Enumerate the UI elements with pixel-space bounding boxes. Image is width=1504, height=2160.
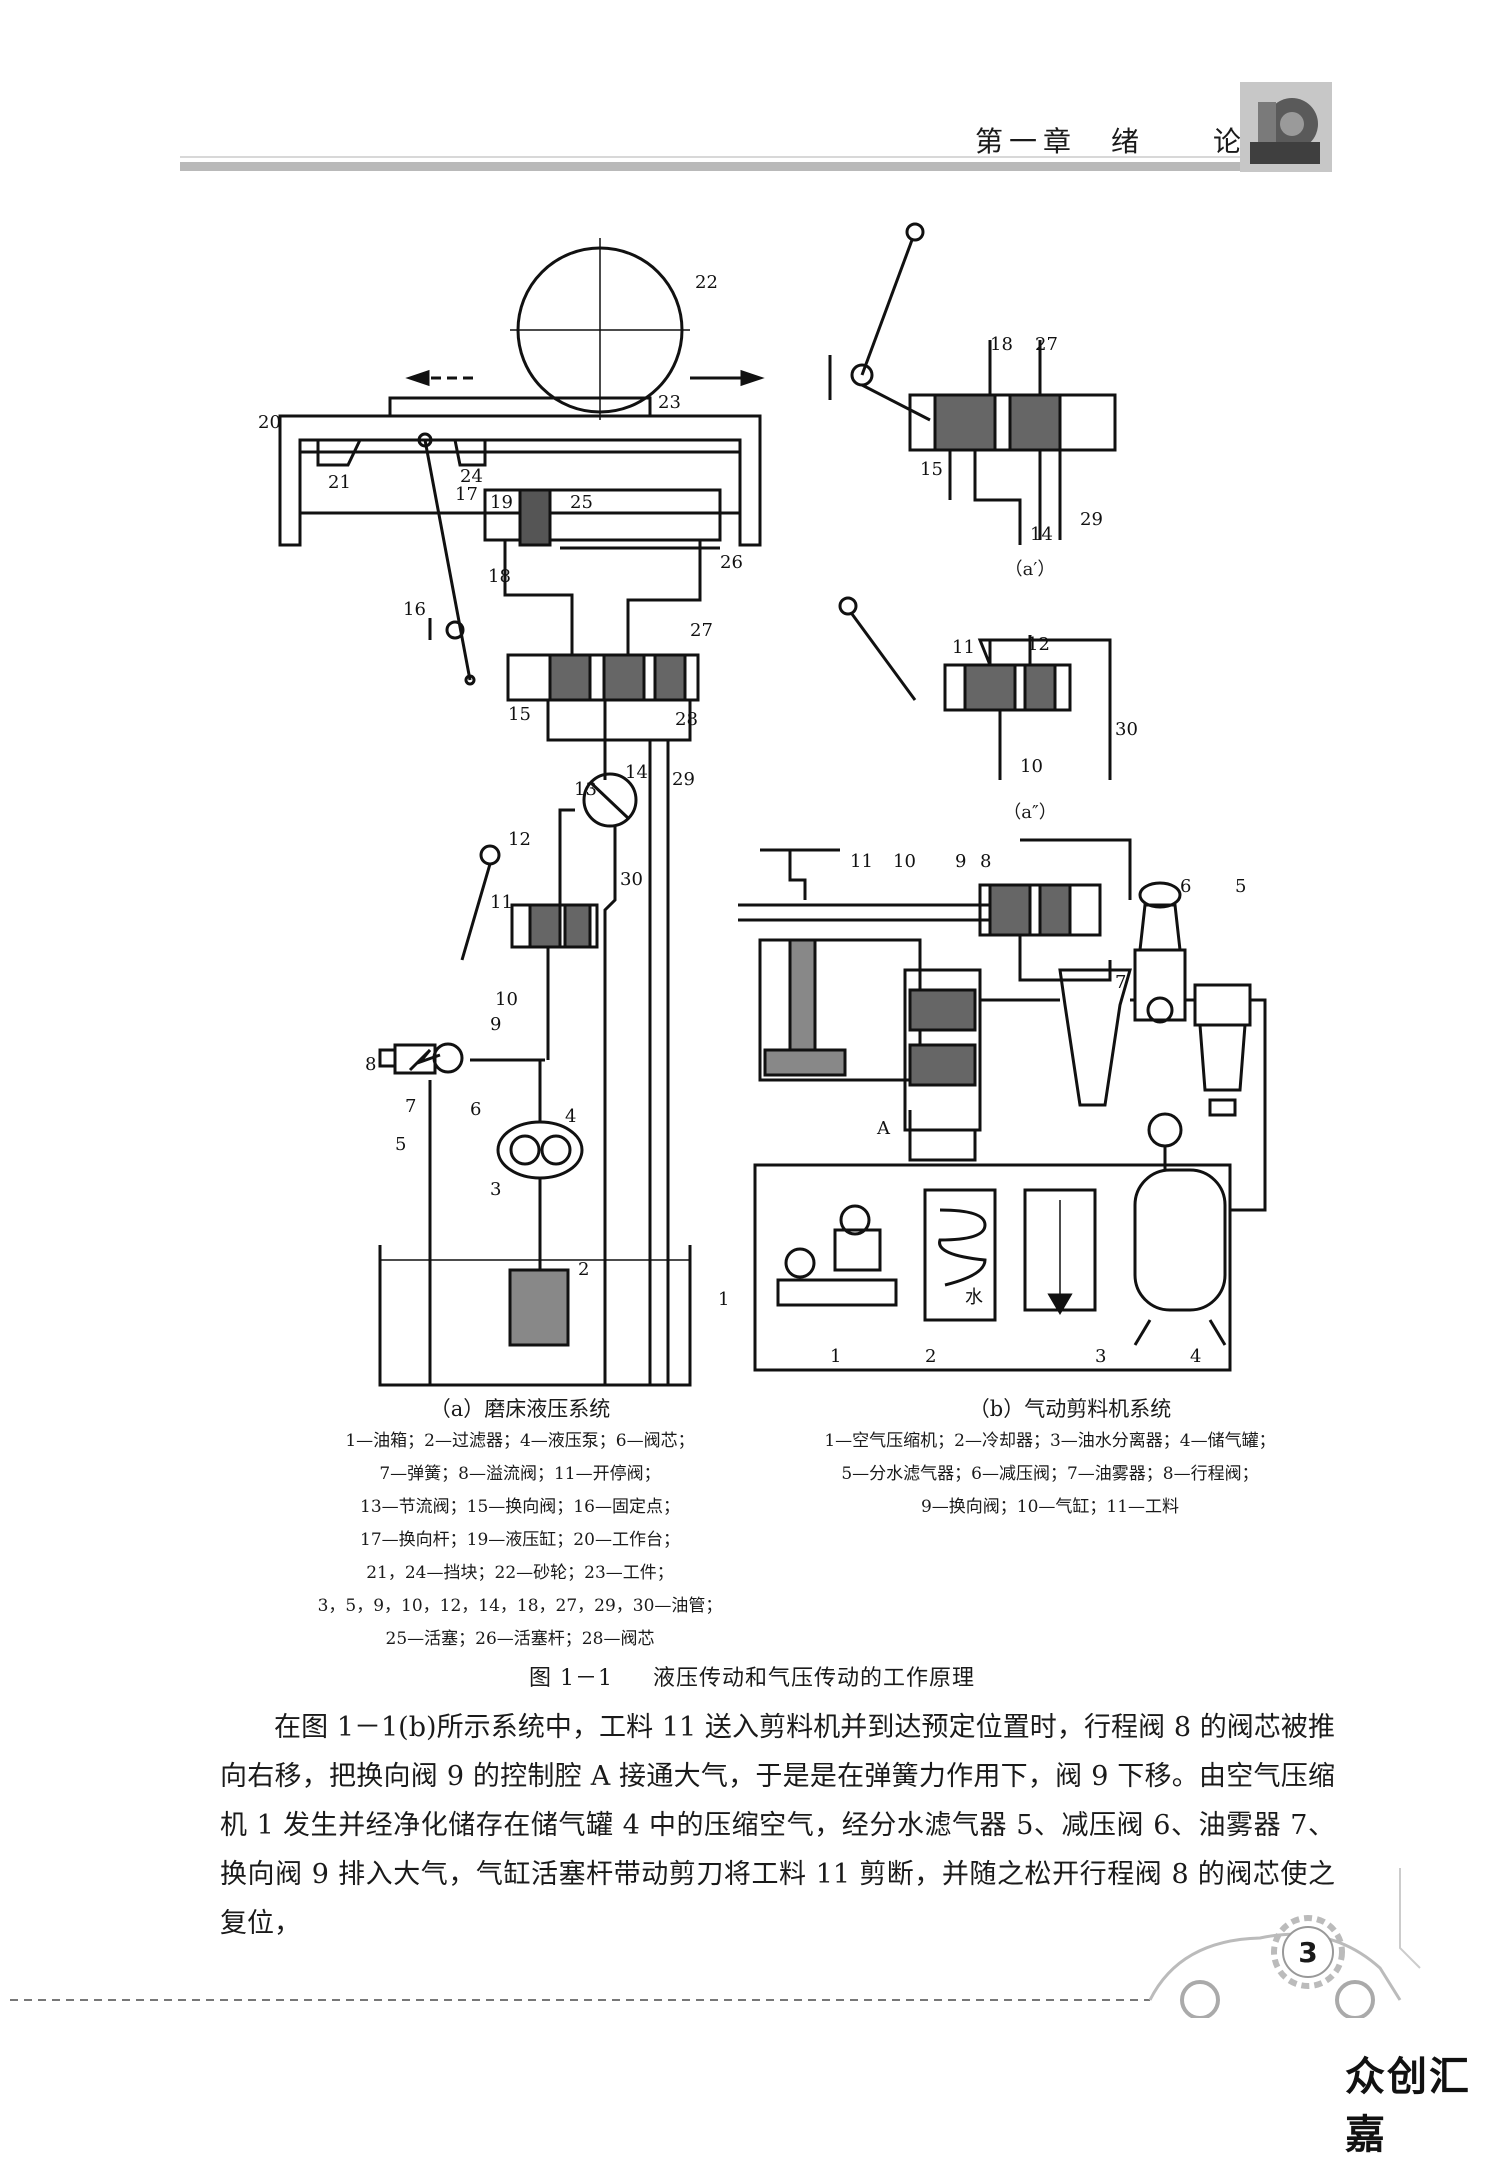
legend-b: 1—空气压缩机；2—冷却器；3—油水分离器；4—储气罐； 5—分水滤气器；6—减… (760, 1425, 1340, 1524)
label-b-3: 3 (1095, 1346, 1106, 1367)
label-a-17: 17 (455, 484, 478, 505)
label-a-24: 24 (460, 466, 483, 487)
label-b-6: 6 (1180, 876, 1191, 897)
water-label: 水 (965, 1287, 983, 1308)
label-a-30: 30 (620, 869, 643, 890)
label-a-11: 11 (490, 892, 513, 913)
figure-title-text: 液压传动和气压传动的工作原理 (652, 1666, 975, 1691)
label-a-14: 14 (625, 762, 648, 783)
label-a-29: 29 (672, 769, 695, 790)
label-a-6: 6 (470, 1099, 481, 1120)
label-b-A: A (876, 1118, 891, 1139)
grinding-wheel (510, 238, 690, 420)
label-a-25: 25 (570, 492, 593, 513)
label-a-7: 7 (405, 1096, 416, 1117)
label-a-9: 9 (490, 1014, 501, 1035)
label-a-26: 26 (720, 552, 743, 573)
label-a-27: 27 (690, 620, 713, 641)
label-a1-27: 27 (1035, 334, 1058, 355)
legend-a-line: 7—弹簧；8—溢流阀；11—开停阀； (379, 1464, 661, 1484)
legend-a-line: 21，24—挡块；22—砂轮；23—工件； (366, 1563, 674, 1583)
label-a-28: 28 (675, 709, 698, 730)
caption-a2: （a″） (1003, 802, 1057, 823)
header-rule-thin (180, 156, 1330, 158)
label-b-9: 9 (955, 851, 966, 872)
label-a-16: 16 (403, 599, 426, 620)
label-a-5: 5 (395, 1134, 406, 1155)
label-a-3: 3 (490, 1179, 501, 1200)
label-b-10: 10 (893, 851, 916, 872)
legend-b-line: 9—换向阀；10—气缸；11—工料 (920, 1497, 1180, 1517)
label-a-19: 19 (490, 492, 513, 513)
label-a1-15: 15 (920, 459, 943, 480)
label-a-1: 1 (718, 1289, 729, 1310)
figure-number: 图 1－1 (528, 1666, 613, 1691)
legend-a-line: 1—油箱；2—过滤器；4—液压泵；6—阀芯； (345, 1431, 695, 1451)
caption-a1: （a′） (1004, 559, 1056, 580)
label-a1-18: 18 (990, 334, 1013, 355)
label-a-20: 20 (258, 412, 281, 433)
label-a-21: 21 (328, 472, 351, 493)
legend-a-line: 17—换向杆；19—液压缸；20—工作台； (360, 1530, 680, 1550)
legend-b-line: 5—分水滤气器；6—减压阀；7—油雾器；8—行程阀； (841, 1464, 1259, 1484)
label-a-18: 18 (488, 566, 511, 587)
watermark: 众创汇嘉 (1345, 2054, 1471, 2158)
label-a-2: 2 (578, 1259, 589, 1280)
chapter-header: 第一章 绪 论 (975, 125, 1248, 158)
label-a2-11: 11 (952, 637, 975, 658)
legend-b-line: 1—空气压缩机；2—冷却器；3—油水分离器；4—储气罐； (824, 1431, 1276, 1451)
legend-a-line: 3，5，9，10，12，14，18，27，29，30—油管； (317, 1596, 723, 1616)
label-b-4: 4 (1190, 1346, 1201, 1367)
label-a-22: 22 (695, 272, 718, 293)
label-b-11: 11 (850, 851, 873, 872)
figure-drawing: 1234567891011121314151617181920212223242… (258, 222, 1267, 1387)
body-text: 在图 1－1(b)所示系统中，工料 11 送入剪料机并到达预定位置时，行程阀 8… (220, 1703, 1335, 1948)
label-b-1: 1 (830, 1346, 841, 1367)
label-a-4: 4 (565, 1106, 576, 1127)
label-a2-10: 10 (1020, 756, 1043, 777)
label-a1-29: 29 (1080, 509, 1103, 530)
legend-a-line: 25—活塞；26—活塞杆；28—阀芯 (385, 1629, 655, 1649)
label-a2-30: 30 (1115, 719, 1138, 740)
legend-a: 1—油箱；2—过滤器；4—液压泵；6—阀芯； 7—弹簧；8—溢流阀；11—开停阀… (200, 1425, 840, 1656)
label-a-8: 8 (365, 1054, 376, 1075)
label-a2-12: 12 (1027, 634, 1050, 655)
label-b-5: 5 (1235, 876, 1246, 897)
label-a-10: 10 (495, 989, 518, 1010)
label-b-8: 8 (980, 851, 991, 872)
label-a-15: 15 (508, 704, 531, 725)
chapter-logo-icon (1240, 82, 1332, 172)
label-a1-14: 14 (1030, 524, 1053, 545)
body-paragraph: 在图 1－1(b)所示系统中，工料 11 送入剪料机并到达预定位置时，行程阀 8… (220, 1712, 1335, 1939)
footer-decoration (10, 1868, 1421, 2018)
label-a-13: 13 (574, 779, 597, 800)
page-number: 3 (1298, 1935, 1318, 1969)
label-a-12: 12 (508, 829, 531, 850)
figure-title: 图 1－1 液压传动和气压传动的工作原理 (0, 1660, 1504, 1692)
header-rule (180, 162, 1330, 171)
label-a-23: 23 (658, 392, 681, 413)
label-b-7: 7 (1115, 972, 1126, 993)
label-b-2: 2 (925, 1346, 936, 1367)
caption-a: （a）磨床液压系统 (429, 1397, 611, 1421)
caption-b: （b）气动剪料机系统 (968, 1397, 1172, 1421)
legend-a-line: 13—节流阀；15—换向阀；16—固定点； (360, 1497, 680, 1517)
